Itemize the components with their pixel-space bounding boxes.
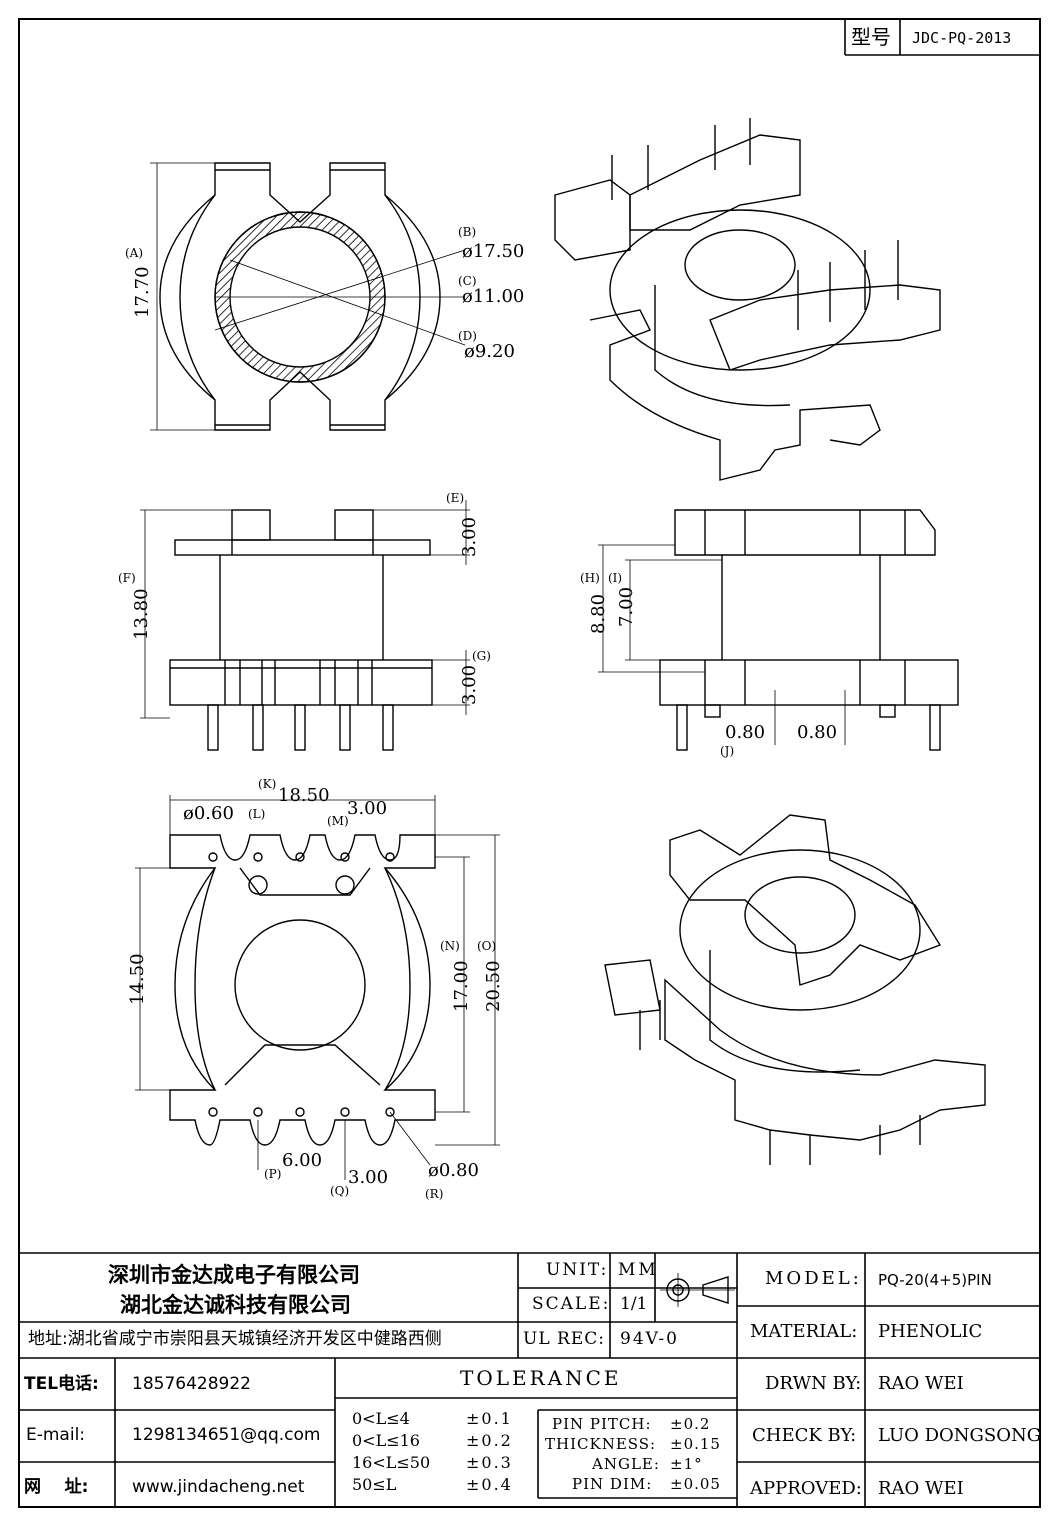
pin-pitch-label: PIN PITCH: (552, 1415, 652, 1433)
email-label: E-mail: (26, 1425, 86, 1445)
dim-O: 20.50 (483, 960, 504, 1012)
callout-B: (B) (458, 225, 477, 239)
approved-label: APPROVED: (750, 1478, 862, 1499)
iso-view-bottom (604, 814, 986, 1165)
dim-side-left: 14.50 (127, 953, 148, 1005)
callout-I: (I) (608, 571, 623, 585)
scale-value: 1/1 (620, 1294, 648, 1314)
web-label: 网 址: (24, 1477, 89, 1497)
front-view (140, 500, 470, 751)
company-name-2: 湖北金达诚科技有限公司 (120, 1293, 351, 1317)
dim-H: 8.80 (588, 593, 609, 634)
callout-E: (E) (446, 491, 465, 505)
dim-J1: 0.80 (725, 722, 766, 743)
dim-M: 3.00 (347, 798, 388, 819)
callout-Q: (Q) (330, 1184, 350, 1198)
dim-C: ø11.00 (462, 286, 525, 307)
dim-L: ø0.60 (183, 803, 234, 824)
callout-A: (A) (125, 246, 144, 260)
tolerance-range-2: 0<L≤16 (352, 1431, 420, 1450)
callout-O: (O) (477, 939, 497, 953)
dim-N: 17.00 (451, 960, 472, 1012)
callout-J: (J) (720, 744, 735, 758)
tolerance-range-1: 0<L≤4 (352, 1409, 410, 1428)
callout-M: (M) (327, 814, 349, 828)
callout-D: (D) (458, 329, 477, 343)
thickness-label: THICKNESS: (545, 1435, 657, 1453)
top-view (150, 162, 466, 431)
tolerance-value-4: ±0.4 (466, 1475, 513, 1494)
pin-dim-value: ±0.05 (670, 1475, 721, 1493)
dim-D: ø9.20 (464, 341, 515, 362)
tel-label: TEL电话: (24, 1374, 99, 1394)
projection-symbol (660, 1273, 735, 1307)
callout-G: (G) (472, 649, 491, 663)
company-address: 地址:湖北省咸宁市崇阳县天城镇经济开发区中健路西侧 (28, 1329, 442, 1349)
callout-N: (N) (440, 939, 460, 953)
model-box-label: 型号 (851, 25, 891, 49)
drawn-by-label: DRWN BY: (765, 1373, 862, 1394)
ulrec-value: 94V-0 (620, 1329, 679, 1349)
callout-K: (K) (258, 777, 277, 791)
callout-P: (P) (264, 1167, 282, 1181)
iso-view-top (554, 118, 941, 481)
unit-value: MM (618, 1260, 659, 1280)
tolerance-value-2: ±0.2 (466, 1431, 513, 1450)
dim-A: 17.70 (132, 266, 153, 318)
dim-R: ø0.80 (428, 1160, 479, 1181)
model-value: PQ-20(4+5)PIN (878, 1271, 992, 1289)
title-block-grid (18, 18, 1041, 1508)
callout-R: (R) (425, 1187, 444, 1201)
tolerance-value-1: ±0.1 (466, 1409, 513, 1428)
material-value: PHENOLIC (878, 1321, 983, 1342)
bottom-view (135, 795, 500, 1180)
drawing-frame (18, 18, 1041, 1508)
callout-H: (H) (580, 571, 600, 585)
thickness-value: ±0.15 (670, 1435, 721, 1453)
dim-B: ø17.50 (462, 241, 525, 262)
model-box-value: JDC-PQ-2013 (912, 29, 1012, 47)
material-label: MATERIAL: (750, 1321, 858, 1342)
dim-F: 13.80 (131, 588, 152, 640)
pin-pitch-value: ±0.2 (670, 1415, 711, 1433)
company-name-1: 深圳市金达成电子有限公司 (108, 1263, 360, 1287)
callout-L: (L) (248, 807, 266, 821)
tolerance-title: TOLERANCE (460, 1366, 622, 1390)
angle-label: ANGLE: (592, 1455, 660, 1473)
pin-dim-label: PIN DIM: (572, 1475, 653, 1493)
tolerance-range-3: 16<L≤50 (352, 1453, 431, 1472)
check-by-label: CHECK BY: (752, 1425, 857, 1446)
dim-J2: 0.80 (797, 722, 838, 743)
tolerance-value-3: ±0.3 (466, 1453, 513, 1472)
angle-value: ±1° (670, 1455, 703, 1473)
ulrec-label: UL REC: (523, 1329, 605, 1349)
dim-Q: 3.00 (348, 1167, 389, 1188)
callout-C: (C) (458, 274, 477, 288)
unit-label: UNIT: (546, 1260, 609, 1280)
dim-K: 18.50 (278, 785, 330, 806)
dim-G: 3.00 (459, 664, 480, 705)
drawn-by-value: RAO WEI (878, 1373, 964, 1394)
callout-F: (F) (118, 571, 136, 585)
tolerance-range-4: 50≤L (352, 1475, 397, 1494)
tel-value: 18576428922 (132, 1374, 251, 1394)
side-view (598, 509, 959, 751)
model-label: MODEL: (765, 1268, 862, 1289)
email-value: 1298134651@qq.com (132, 1425, 321, 1445)
dim-E: 3.00 (459, 516, 480, 557)
scale-label: SCALE: (532, 1294, 611, 1314)
check-by-value: LUO DONGSONG (878, 1425, 1042, 1446)
dim-I: 7.00 (616, 586, 637, 627)
approved-value: RAO WEI (878, 1478, 964, 1499)
dim-P: 6.00 (282, 1150, 323, 1171)
web-value: www.jindacheng.net (132, 1477, 305, 1497)
